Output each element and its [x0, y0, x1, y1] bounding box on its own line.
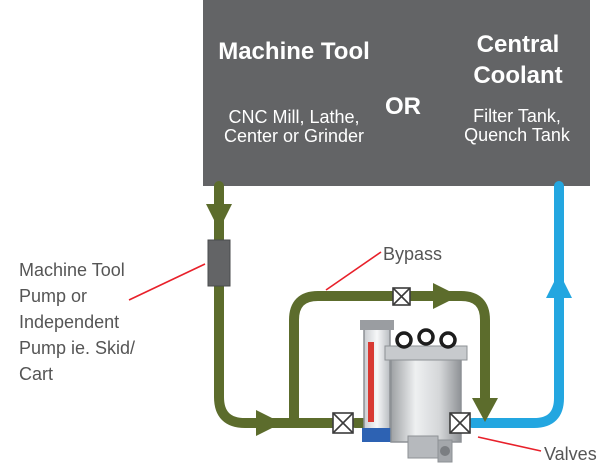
or-label: OR: [385, 93, 421, 120]
bypass-label: Bypass: [383, 244, 443, 264]
valve-x-icon: [392, 287, 411, 306]
right-arrow-icon: [433, 283, 459, 309]
valve-x-icon: [332, 412, 354, 434]
down-arrow-icon: [206, 204, 232, 230]
pump-label: Machine Tool Pump or Independent Pump ie…: [19, 260, 136, 384]
clean-coolant-line: [467, 181, 564, 428]
central-coolant-title: Central Coolant: [473, 31, 563, 89]
valve-x-icon: [449, 412, 471, 434]
machine-tool-title: Machine Tool: [218, 38, 370, 65]
pump-leader-line: [128, 263, 206, 301]
machine-coolant-panel: [203, 0, 590, 186]
bypass-leader-line: [325, 251, 382, 291]
valves-label: Valves: [544, 444, 597, 464]
pump-block-icon: [207, 239, 231, 287]
leader-lines: [128, 251, 542, 452]
valves-leader-line: [477, 436, 542, 452]
up-arrow-icon: [546, 272, 572, 298]
central-coolant-subtitle: Filter Tank, Quench Tank: [464, 106, 570, 145]
filter-unit-icon: [360, 320, 468, 463]
machine-tool-subtitle: CNC Mill, Lathe, Center or Grinder: [223, 107, 365, 146]
right-arrow-icon: [256, 410, 282, 436]
down-arrow-icon: [472, 398, 498, 422]
